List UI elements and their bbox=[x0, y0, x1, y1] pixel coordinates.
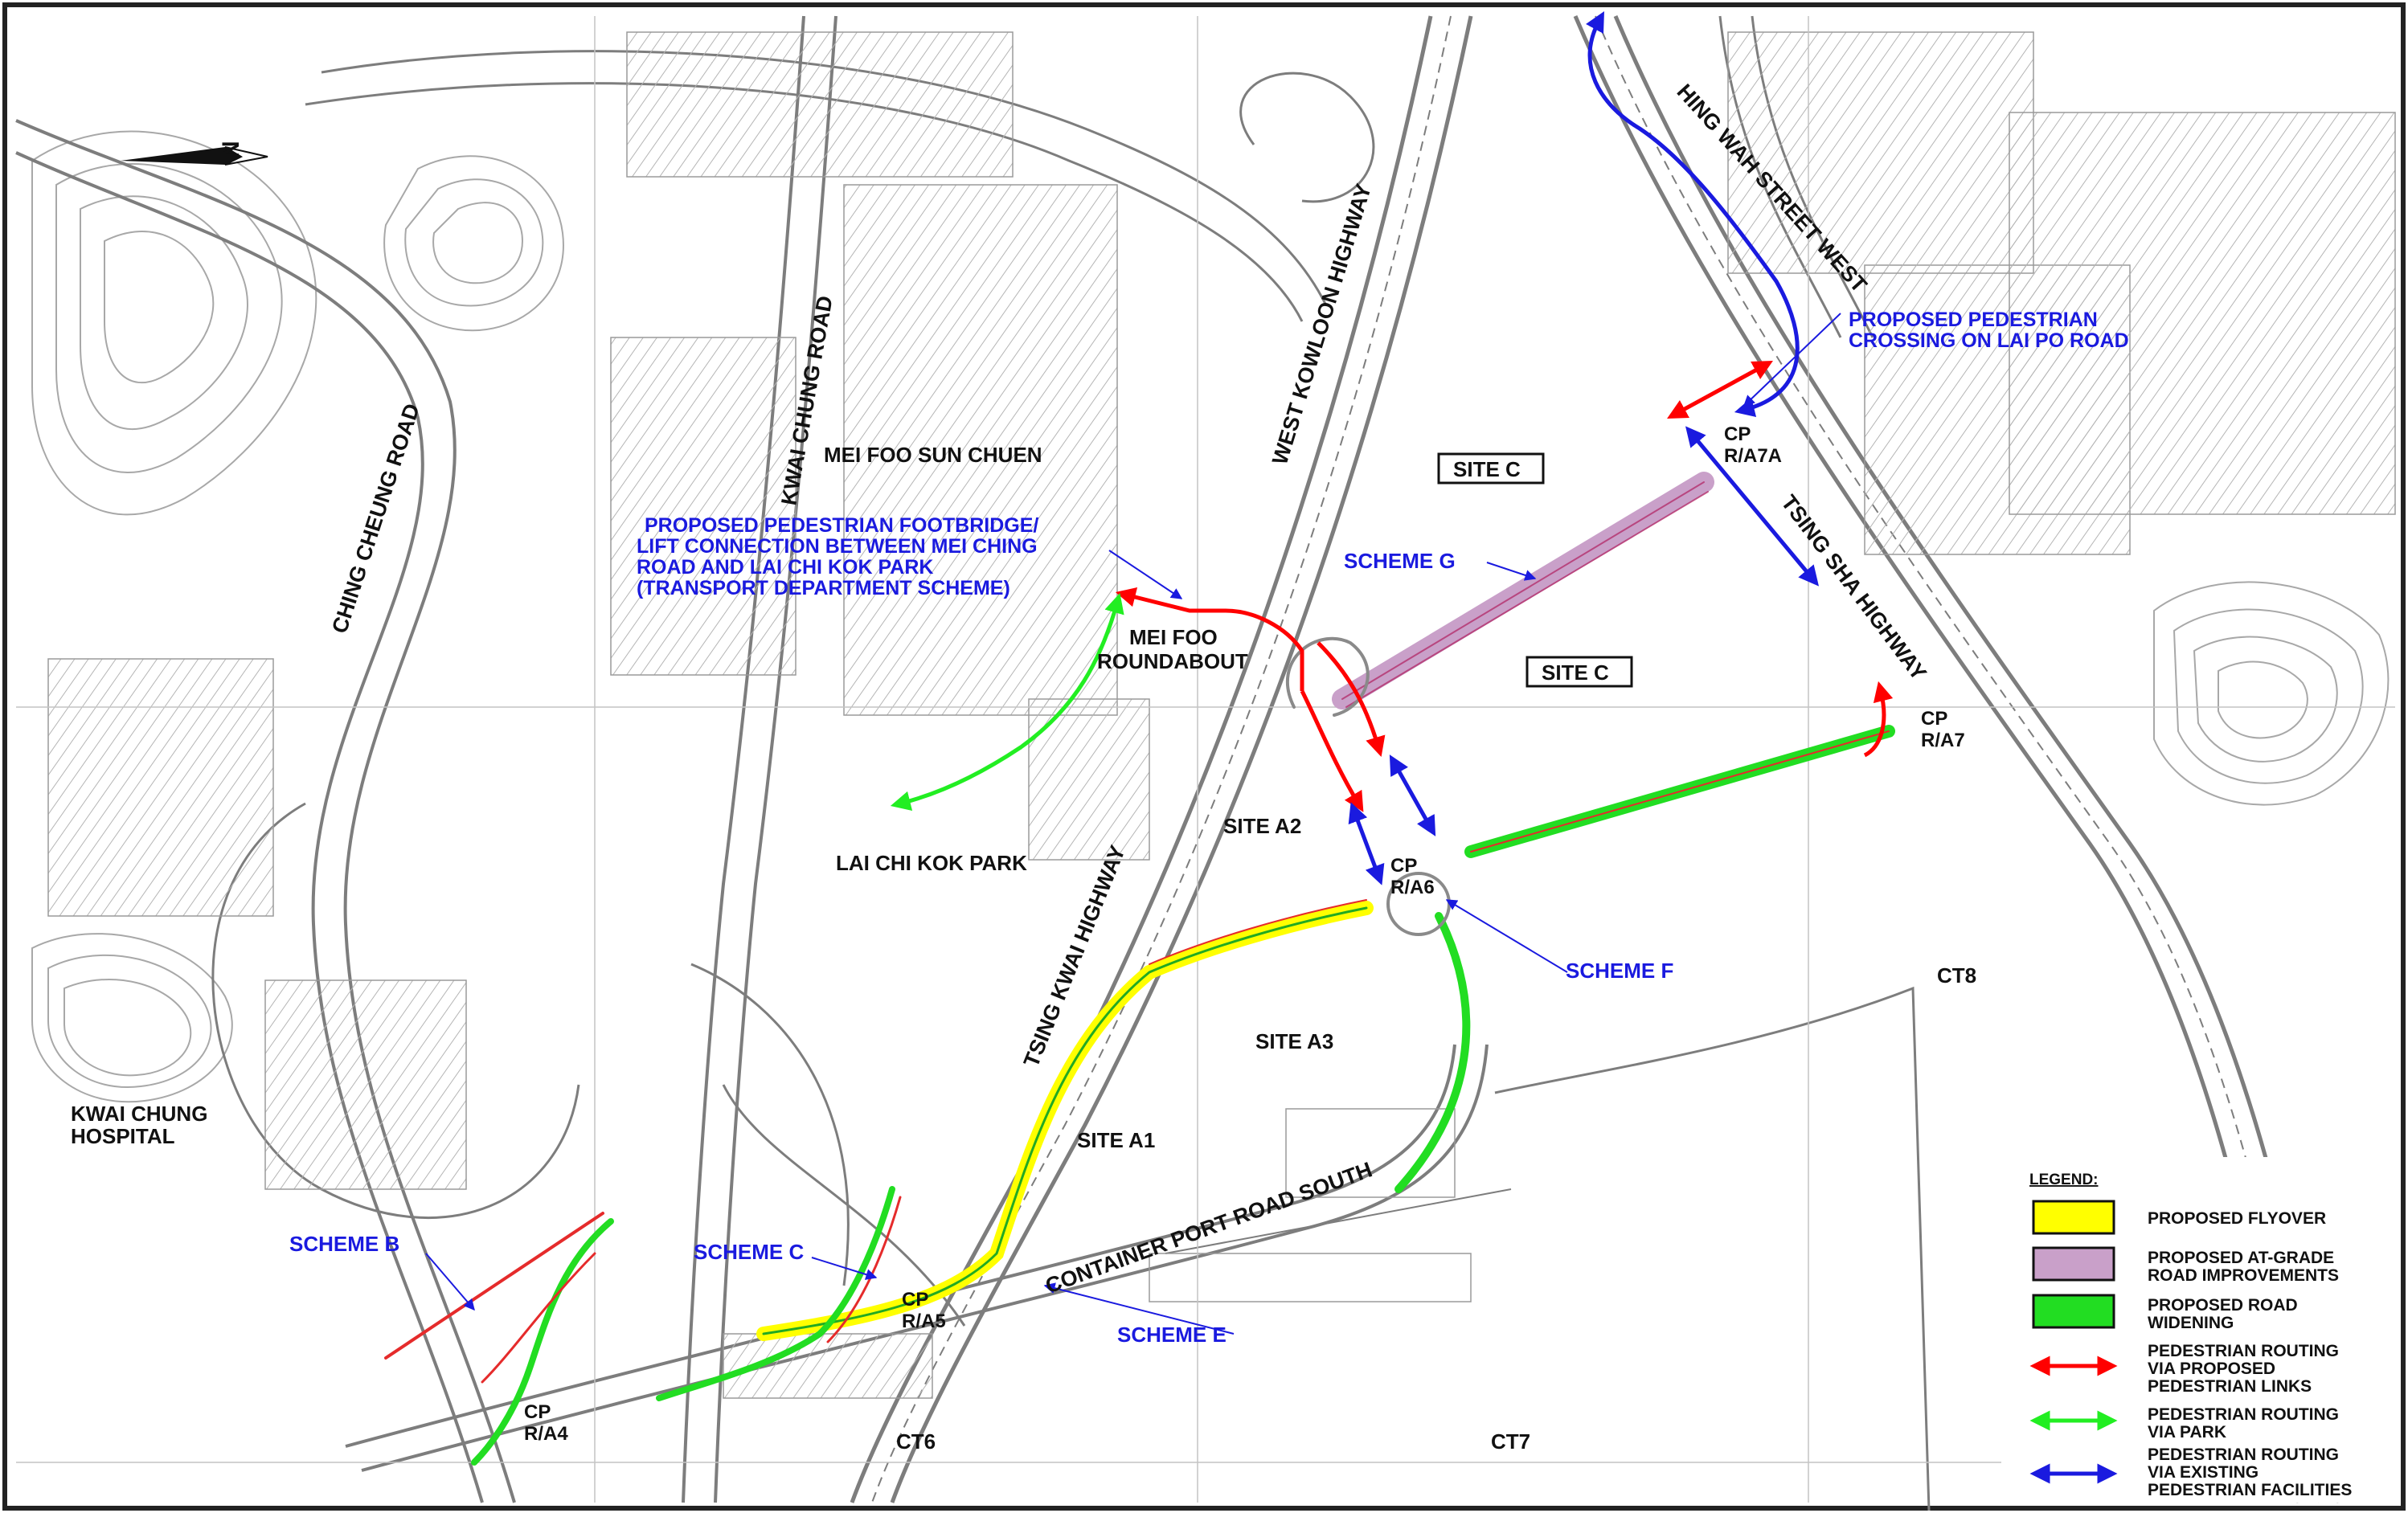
blue-route-rA6-2 bbox=[1389, 754, 1436, 836]
grid-lines bbox=[16, 16, 2395, 1503]
place-lai-chi-kok-park: LAI CHI KOK PARK bbox=[836, 851, 1027, 875]
red-route-rA7 bbox=[1863, 681, 1894, 758]
red-route-site-a2 bbox=[1317, 641, 1386, 757]
callout-footbridge-line-4: (TRANSPORT DEPARTMENT SCHEME) bbox=[637, 577, 1010, 599]
legend-item-blue-line-2: VIA EXISTING bbox=[2148, 1463, 2259, 1482]
north-arrow-label: N bbox=[218, 141, 244, 158]
site-c-label-1: SITE C bbox=[1453, 457, 1521, 481]
callout-footbridge-line-1: PROPOSED PEDESTRIAN FOOTBRIDGE/ bbox=[645, 514, 1038, 537]
scheme-labels: SCHEME B SCHEME C SCHEME E SCHEME F SCHE… bbox=[289, 549, 1673, 1347]
junction-rA5-code: CP bbox=[902, 1289, 928, 1311]
legend-item-blue-line-1: PEDESTRIAN ROUTING bbox=[2148, 1446, 2339, 1464]
legend-title: LEGEND: bbox=[2029, 1172, 2099, 1188]
blue-route-tsing-sha bbox=[1685, 426, 1820, 587]
background-linework bbox=[15, 15, 2396, 1511]
legend-item-widening-line-2: WIDENING bbox=[2148, 1314, 2234, 1332]
callout-crossing: PROPOSED PEDESTRIAN CROSSING ON LAI PO R… bbox=[1849, 309, 2129, 352]
blue-route-hing-wah bbox=[1586, 11, 1800, 418]
junction-rA7-code: CP bbox=[1921, 708, 1947, 730]
callout-crossing-line-1: PROPOSED PEDESTRIAN bbox=[1849, 309, 2098, 331]
red-route-mei-foo bbox=[1115, 587, 1304, 691]
legend-swatch-at-grade bbox=[2032, 1246, 2115, 1282]
legend-item-at-grade-line-2: ROAD IMPROVEMENTS bbox=[2148, 1266, 2339, 1285]
scheme-f-label: SCHEME F bbox=[1566, 959, 1673, 983]
road-label-container-port: CONTAINER PORT ROAD SOUTH bbox=[1042, 1157, 1375, 1298]
place-hospital: HOSPITAL bbox=[71, 1124, 175, 1148]
legend-item-red-line-1: PEDESTRIAN ROUTING bbox=[2148, 1342, 2339, 1360]
legend-item-red-line-2: VIA PROPOSED bbox=[2148, 1360, 2275, 1378]
boxed-sites: SITE C SITE C bbox=[1437, 452, 1633, 688]
legend-item-green-line-2: VIA PARK bbox=[2148, 1423, 2226, 1441]
place-site-a2: SITE A2 bbox=[1223, 814, 1301, 838]
site-c-label-2: SITE C bbox=[1542, 660, 1609, 685]
urban-blocks bbox=[47, 31, 2396, 1399]
proposal-overlays bbox=[384, 472, 1895, 1466]
place-kwai-chung: KWAI CHUNG bbox=[71, 1102, 207, 1126]
place-mei-foo: MEI FOO bbox=[1129, 625, 1218, 649]
junction-rA5-ref: R/A5 bbox=[902, 1311, 946, 1332]
callout-crossing-line-2: CROSSING ON LAI PO ROAD bbox=[1849, 329, 2129, 352]
red-route-mei-foo-2 bbox=[1300, 689, 1364, 812]
junction-rA6-ref: R/A6 bbox=[1390, 877, 1435, 898]
legend-swatch-widening bbox=[2032, 1294, 2115, 1329]
junction-rA4-code: CP bbox=[524, 1401, 551, 1423]
place-ct8: CT8 bbox=[1937, 963, 1976, 988]
north-arrow: N bbox=[121, 141, 268, 166]
green-route-park bbox=[890, 592, 1124, 812]
place-labels: MEI FOO SUN CHUEN MEI FOO ROUNDABOUT LAI… bbox=[71, 443, 1976, 1454]
legend-item-blue-line-3: PEDESTRIAN FACILITIES bbox=[2148, 1481, 2352, 1499]
junction-rA7A-ref: R/A7A bbox=[1724, 445, 1782, 467]
scheme-c-label: SCHEME C bbox=[694, 1240, 804, 1264]
place-roundabout: ROUNDABOUT bbox=[1097, 649, 1248, 673]
junction-rA7-ref: R/A7 bbox=[1921, 730, 1965, 751]
scheme-b-ramp bbox=[471, 1218, 614, 1466]
scheme-c-ramp bbox=[656, 1186, 895, 1401]
callout-footbridge-line-3: ROAD AND LAI CHI KOK PARK bbox=[637, 556, 933, 579]
legend: LEGEND: PROPOSED FLYOVER PROPOSED AT-GRA… bbox=[2001, 1157, 2395, 1503]
callout-footbridge-line-2: LIFT CONNECTION BETWEEN MEI CHING bbox=[637, 535, 1038, 558]
callout-footbridge: PROPOSED PEDESTRIAN FOOTBRIDGE/ LIFT CON… bbox=[637, 514, 1038, 599]
junction-rA7A-code: CP bbox=[1724, 423, 1751, 445]
place-site-a3: SITE A3 bbox=[1255, 1029, 1333, 1053]
scheme-e-label: SCHEME E bbox=[1117, 1323, 1227, 1347]
road-labels: CHING CHEUNG ROAD KWAI CHUNG ROAD WEST K… bbox=[327, 80, 1931, 1298]
place-ct7: CT7 bbox=[1491, 1429, 1530, 1454]
road-label-west-kowloon: WEST KOWLOON HIGHWAY bbox=[1267, 181, 1376, 467]
road-label-tsing-kwai: TSING KWAI HIGHWAY bbox=[1019, 842, 1130, 1070]
legend-item-flyover-line-1: PROPOSED FLYOVER bbox=[2148, 1209, 2326, 1228]
scheme-b-label: SCHEME B bbox=[289, 1232, 399, 1256]
scheme-g-label: SCHEME G bbox=[1344, 549, 1456, 573]
pedestrian-arrows bbox=[890, 11, 1894, 885]
place-site-a1: SITE A1 bbox=[1077, 1128, 1155, 1152]
legend-swatch-flyover bbox=[2032, 1200, 2115, 1235]
blue-route-rA6 bbox=[1348, 802, 1385, 885]
legend-item-widening-line-1: PROPOSED ROAD bbox=[2148, 1296, 2298, 1315]
legend-item-at-grade-line-1: PROPOSED AT-GRADE bbox=[2148, 1249, 2334, 1267]
junction-labels: CP R/A4 CP R/A5 CP R/A6 CP R/A7 CP R/A7A bbox=[524, 423, 1965, 1445]
place-ct6: CT6 bbox=[896, 1429, 936, 1454]
junction-rA4-ref: R/A4 bbox=[524, 1423, 568, 1445]
legend-item-green-line-1: PEDESTRIAN ROUTING bbox=[2148, 1405, 2339, 1424]
leader-lines bbox=[425, 313, 1841, 1335]
road-label-ching-cheung: CHING CHEUNG ROAD bbox=[327, 401, 424, 636]
place-mei-foo-sun-chuen: MEI FOO SUN CHUEN bbox=[824, 443, 1042, 467]
legend-item-red-line-3: PEDESTRIAN LINKS bbox=[2148, 1377, 2312, 1396]
junction-rA6-code: CP bbox=[1390, 855, 1417, 877]
